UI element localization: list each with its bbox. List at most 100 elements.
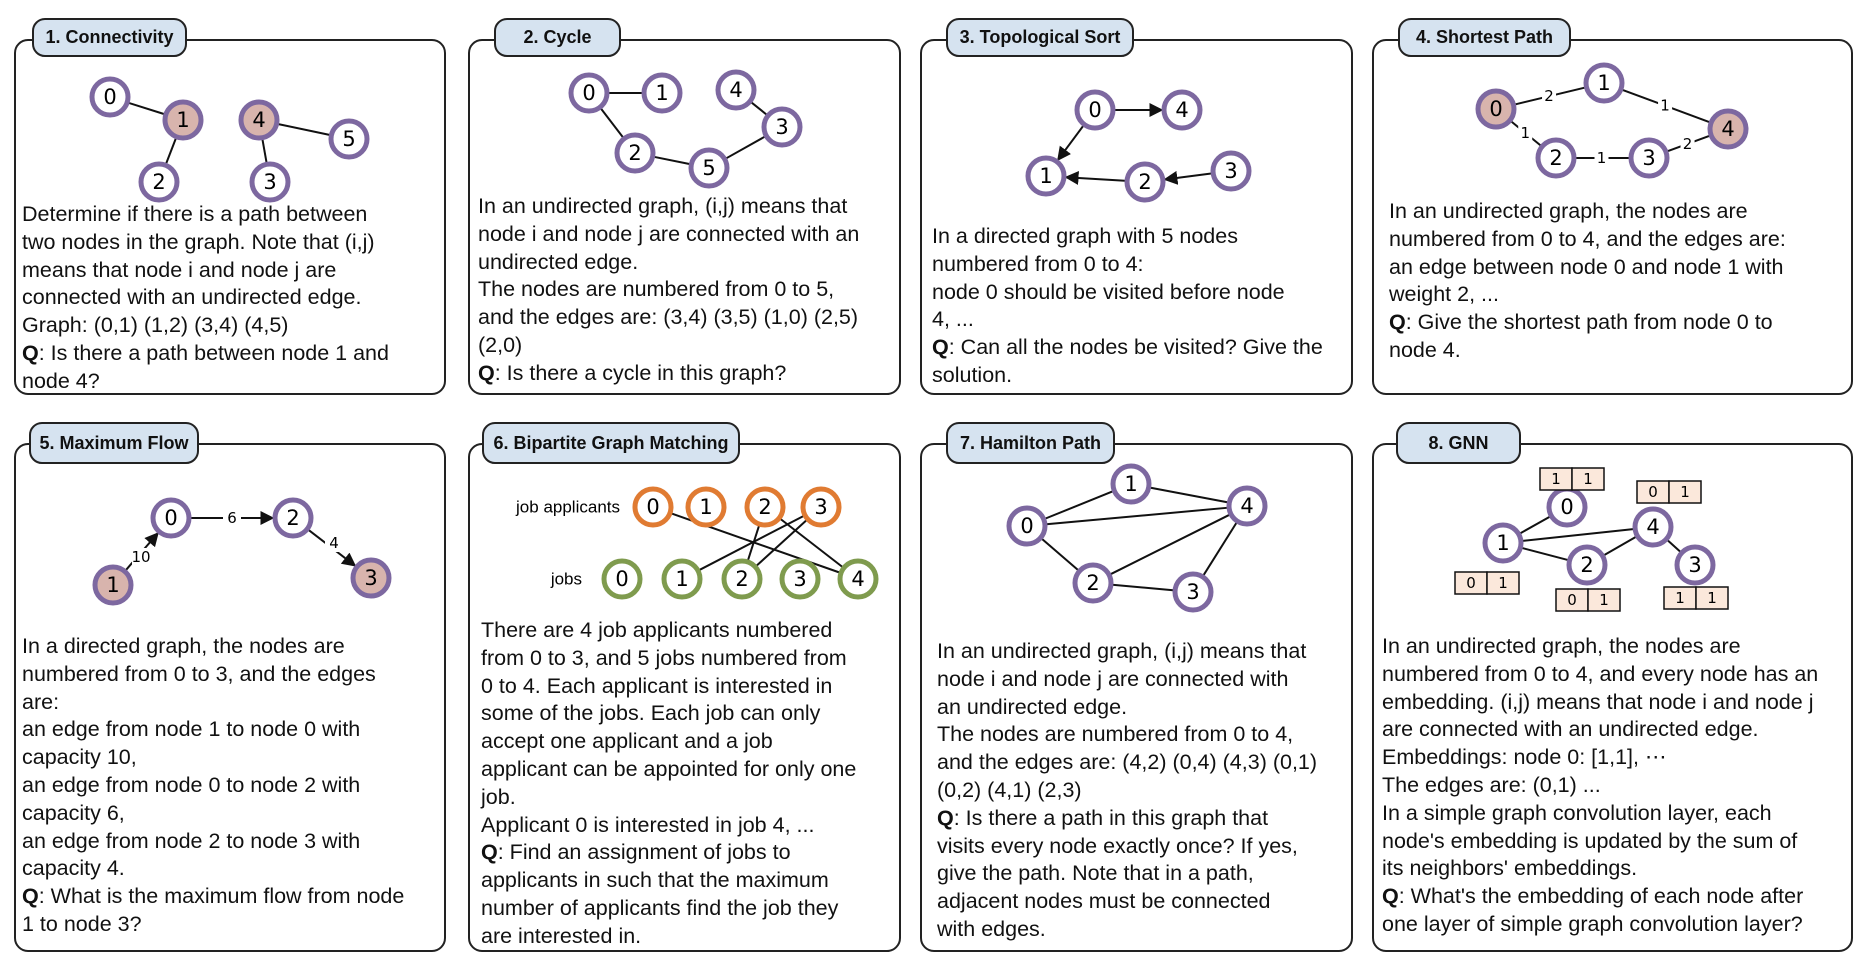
description-line: an edge from node 0 to node 2 with bbox=[22, 772, 361, 797]
task-panel bbox=[920, 443, 1353, 952]
description-line: 4, ... bbox=[932, 307, 974, 332]
task-description: In an undirected graph, (i,j) means that… bbox=[478, 193, 859, 388]
graph-edge bbox=[756, 518, 809, 567]
jobs-row-label: jobs bbox=[550, 570, 582, 589]
embedding-value: 0 bbox=[1648, 483, 1658, 501]
description-line: In an undirected graph, the nodes are bbox=[1389, 199, 1748, 223]
node-label: 2 bbox=[628, 141, 641, 165]
graph-edge bbox=[724, 135, 766, 161]
description-line: and the edges are: (3,4) (3,5) (1,0) (2,… bbox=[478, 305, 859, 330]
graph-node bbox=[685, 486, 727, 528]
graph-edge bbox=[165, 136, 178, 164]
panel-title-tab: 7. Hamilton Path bbox=[946, 422, 1115, 464]
graph-edge bbox=[1163, 170, 1214, 185]
description-line: capacity 4. bbox=[22, 856, 125, 881]
panel-title-tab: 2. Cycle bbox=[494, 18, 621, 57]
graph-edge bbox=[261, 137, 268, 163]
graph-node bbox=[1110, 463, 1152, 505]
question-line: number of applicants find the job they bbox=[481, 895, 839, 920]
question-line: Q: What's the embedding of each node aft… bbox=[1382, 883, 1818, 911]
question-line: with edges. bbox=[937, 916, 1046, 941]
graph-node bbox=[715, 69, 757, 111]
graph-edge bbox=[1602, 536, 1637, 557]
description-line: an edge from node 2 to node 3 with bbox=[22, 828, 361, 853]
edge-weight-label: 1 bbox=[1520, 124, 1530, 142]
description-line: and the edges are: (4,2) (0,4) (4,3) (0,… bbox=[937, 750, 1318, 775]
graph-node bbox=[1006, 505, 1048, 547]
graph-node bbox=[1025, 155, 1067, 197]
graph-edge bbox=[1043, 490, 1113, 521]
edge-weight-label: 1 bbox=[1597, 149, 1607, 167]
question-text: : What is the maximum flow from node bbox=[38, 884, 405, 909]
question-line: are interested in. bbox=[481, 923, 642, 948]
description-line: node 0 should be visited before node bbox=[932, 279, 1285, 304]
graph-edge bbox=[1150, 486, 1230, 504]
node-label: 0 bbox=[103, 85, 116, 109]
graph-node bbox=[641, 72, 683, 114]
panel-title-tab: 3. Topological Sort bbox=[946, 18, 1134, 57]
graph-edge bbox=[1519, 514, 1552, 535]
graph-node bbox=[1632, 506, 1674, 548]
description-line: an edge from node 1 to node 0 with bbox=[22, 717, 361, 742]
node-label: 3 bbox=[263, 170, 276, 194]
description-line: The nodes are numbered from 0 to 5, bbox=[478, 277, 835, 302]
node-label: 1 bbox=[675, 567, 688, 591]
question-label: Q bbox=[932, 335, 949, 360]
node-label: 3 bbox=[1224, 159, 1237, 183]
embedding-value: 1 bbox=[1599, 591, 1609, 609]
node-label: 0 bbox=[1560, 495, 1573, 519]
edge-weight-label: 1 bbox=[1660, 97, 1670, 115]
graph-node bbox=[1210, 150, 1252, 192]
task-panel bbox=[468, 39, 901, 395]
node-label: 4 bbox=[851, 567, 864, 591]
node-label: 0 bbox=[582, 81, 595, 105]
question-label: Q bbox=[478, 360, 495, 385]
graph-node bbox=[1707, 108, 1749, 150]
graph-node bbox=[568, 72, 610, 114]
graph-edge bbox=[1039, 537, 1079, 571]
panel-title-tab: 4. Shortest Path bbox=[1398, 18, 1571, 57]
question-label: Q bbox=[1382, 884, 1399, 909]
embedding-cell bbox=[1695, 586, 1729, 610]
question-line: node 4. bbox=[1389, 337, 1461, 362]
graph-node bbox=[1172, 571, 1214, 613]
graph-edge bbox=[1520, 528, 1634, 543]
node-label: 1 bbox=[106, 573, 119, 597]
node-label: 1 bbox=[176, 108, 189, 132]
graph-node bbox=[272, 497, 314, 539]
question-text: : Is there a path in this graph that bbox=[953, 805, 1269, 830]
node-label: 0 bbox=[615, 567, 628, 591]
graph-node bbox=[1074, 89, 1116, 131]
description-line: accept one applicant and a job bbox=[481, 729, 773, 754]
node-label: 3 bbox=[775, 115, 788, 139]
description-line: In a directed graph, the nodes are bbox=[22, 634, 345, 658]
question-line: 1 to node 3? bbox=[22, 911, 142, 936]
question-label: Q bbox=[1389, 310, 1406, 335]
graph-node bbox=[1566, 544, 1608, 586]
description-line: from 0 to 3, and 5 jobs numbered from bbox=[481, 645, 847, 670]
description-line: Embeddings: node 0: [1,1], ⋯ bbox=[1382, 745, 1667, 770]
graph-edge bbox=[126, 101, 165, 115]
graph-edge bbox=[1202, 520, 1239, 576]
graph-edge bbox=[778, 517, 843, 568]
description-line: connected with an undirected edge. bbox=[22, 285, 362, 310]
description-line: (2,0) bbox=[478, 332, 523, 357]
question-line: Q: What is the maximum flow from node bbox=[22, 883, 404, 911]
node-label: 4 bbox=[1240, 494, 1253, 518]
node-label: 0 bbox=[1088, 98, 1101, 122]
graph-node bbox=[92, 564, 134, 606]
edge-weight-label: 2 bbox=[1683, 135, 1693, 153]
edge-weight-label: 10 bbox=[131, 548, 150, 566]
node-label: 3 bbox=[814, 495, 827, 519]
description-line: In a simple graph convolution layer, eac… bbox=[1382, 800, 1772, 825]
graph-edge bbox=[1665, 538, 1681, 553]
embedding-cell bbox=[1486, 571, 1520, 595]
node-label: 3 bbox=[1186, 580, 1199, 604]
